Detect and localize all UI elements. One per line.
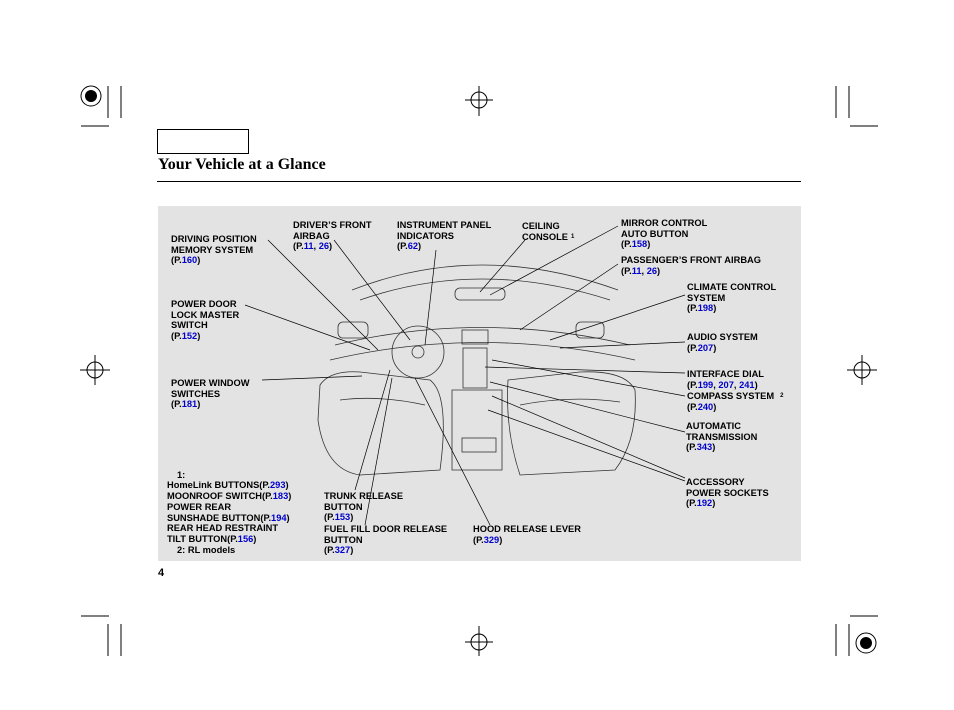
- page-ref-link[interactable]: 11: [303, 241, 314, 251]
- label-interface-dial: INTERFACE DIAL (P.199, 207, 241): [687, 369, 764, 390]
- page-ref-link[interactable]: 241: [739, 379, 755, 390]
- label-power-window: POWER WINDOW SWITCHES (P.181): [171, 378, 250, 409]
- page-ref-link[interactable]: 153: [334, 512, 351, 522]
- page-ref-link[interactable]: 343: [696, 442, 713, 452]
- page-ref-link[interactable]: 207: [718, 379, 734, 390]
- page-ref-link[interactable]: 160: [181, 255, 198, 265]
- page-ref-link[interactable]: 183: [272, 491, 289, 501]
- page-ref-link[interactable]: 194: [271, 512, 287, 523]
- label-automatic-transmission: AUTOMATIC TRANSMISSION (P.343): [686, 421, 758, 452]
- label-drivers-airbag: DRIVER’S FRONT AIRBAG (P.11, 26): [293, 220, 372, 251]
- page-ref-link[interactable]: 156: [237, 533, 254, 544]
- footnote-marker-1: 1:: [177, 470, 186, 480]
- page-ref-link[interactable]: 26: [646, 265, 658, 276]
- page-ref-link[interactable]: 181: [181, 399, 198, 409]
- label-fuel-fill: FUEL FILL DOOR RELEASE BUTTON (P.327): [324, 524, 448, 555]
- footnote-rl-models: 2: RL models: [177, 545, 236, 555]
- section-tab-box: [157, 129, 249, 154]
- page-ref-link[interactable]: 26: [318, 241, 330, 251]
- title-rule: [157, 181, 801, 182]
- footnote-moonroof: MOONROOF SWITCH(P.183): [167, 491, 292, 501]
- label-hood-release: HOOD RELEASE LEVER (P.329): [473, 524, 581, 545]
- label-climate-control: CLIMATE CONTROL SYSTEM (P.198): [687, 282, 777, 313]
- label-power-door-lock: POWER DOOR LOCK MASTER SWITCH (P.152): [171, 299, 240, 341]
- registration-target-icon: [80, 85, 877, 654]
- page-ref-link[interactable]: 207: [697, 342, 714, 353]
- label-trunk-release: TRUNK RELEASE BUTTON (P.153): [324, 491, 404, 522]
- label-passenger-airbag: PASSENGER’S FRONT AIRBAG (P.11, 26): [621, 255, 761, 276]
- page-ref-link[interactable]: 62: [407, 241, 419, 251]
- page-number: 4: [158, 567, 165, 579]
- page-ref-link[interactable]: 327: [334, 545, 351, 555]
- footnote-head-restraint: REAR HEAD RESTRAINT TILT BUTTON(P.156): [167, 523, 279, 544]
- label-driving-position: DRIVING POSITION MEMORY SYSTEM (P.160): [171, 234, 257, 265]
- page-ref-link[interactable]: 199: [697, 379, 714, 390]
- footnote-homelink: HomeLink BUTTONS(P.293): [167, 480, 289, 490]
- page-ref-link[interactable]: 192: [696, 498, 713, 508]
- label-audio-system: AUDIO SYSTEM (P.207): [687, 332, 758, 353]
- page-ref-link[interactable]: 158: [631, 239, 648, 249]
- page-ref-link[interactable]: 329: [483, 534, 500, 545]
- label-instrument-panel: INSTRUMENT PANEL INDICATORS (P.62): [397, 220, 492, 251]
- page-ref-link[interactable]: 293: [270, 480, 286, 490]
- page-ref-link[interactable]: 198: [697, 303, 714, 313]
- label-mirror-control: MIRROR CONTROL AUTO BUTTON (P.158): [621, 218, 708, 249]
- label-accessory-power: ACCESSORY POWER SOCKETS (P.192): [686, 477, 769, 508]
- page-title: Your Vehicle at a Glance: [158, 156, 326, 173]
- footnote-sunshade: POWER REAR SUNSHADE BUTTON(P.194): [167, 502, 290, 523]
- page-ref-link[interactable]: 152: [181, 330, 198, 341]
- page-ref-link[interactable]: 240: [697, 401, 714, 412]
- page-ref-link[interactable]: 11: [631, 265, 642, 276]
